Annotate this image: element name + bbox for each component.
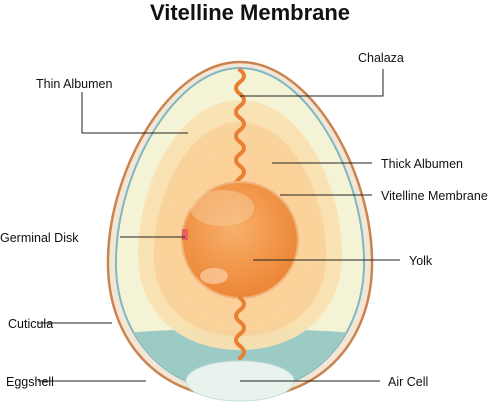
diagram-title: Vitelline Membrane xyxy=(149,0,351,25)
label-thick-albumen: Thick Albumen xyxy=(381,157,463,171)
label-chalaza: Chalaza xyxy=(358,51,404,65)
label-thin-albumen: Thin Albumen xyxy=(36,77,113,91)
label-germinal-disk: Germinal Disk xyxy=(0,231,79,245)
germinal-disk xyxy=(182,229,188,240)
label-cuticula: Cuticula xyxy=(8,317,54,331)
label-air-cell: Air Cell xyxy=(388,375,429,389)
label-vitelline-membrane: Vitelline Membrane xyxy=(381,189,488,203)
chalaza-bottom xyxy=(234,296,246,360)
label-eggshell: Eggshell xyxy=(6,375,54,389)
chalaza-top xyxy=(234,68,246,192)
leader-lines xyxy=(38,69,400,382)
label-yolk: Yolk xyxy=(409,254,433,268)
